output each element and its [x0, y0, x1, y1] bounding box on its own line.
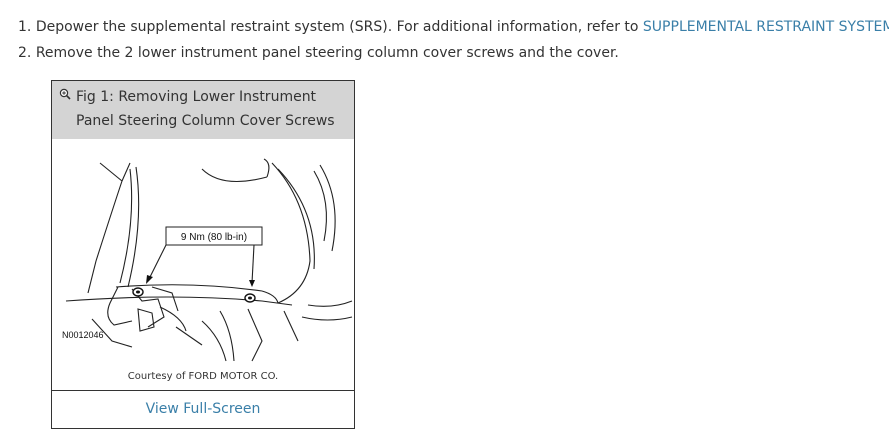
steering-column-cover-diagram[interactable]: 9 Nm (80 lb-in) N0012046	[52, 141, 354, 367]
torque-callout: 9 Nm (80 lb-in)	[181, 232, 247, 243]
step-1-text: Depower the supplemental restraint syste…	[35, 19, 639, 35]
figure-code: N0012046	[62, 330, 104, 340]
srs-reference-link[interactable]: SUPPLEMENTAL RESTRAINT SYSTEM	[642, 19, 889, 35]
view-full-screen-link[interactable]: View Full-Screen	[145, 401, 261, 417]
step-2-text: Remove the 2 lower instrument panel stee…	[35, 45, 619, 61]
instruction-steps: 1. Depower the supplemental restraint sy…	[18, 14, 889, 66]
magnifier-plus-icon[interactable]	[59, 88, 71, 100]
step-1: 1. Depower the supplemental restraint sy…	[18, 14, 889, 40]
figure-courtesy: Courtesy of FORD MOTOR CO.	[127, 371, 279, 382]
step-2-number: 2.	[18, 45, 32, 61]
figure-title: Fig 1: Removing Lower Instrument Panel S…	[76, 89, 335, 129]
figure-box: Fig 1: Removing Lower Instrument Panel S…	[51, 80, 355, 429]
step-2: 2. Remove the 2 lower instrument panel s…	[18, 40, 888, 66]
step-1-number: 1.	[18, 19, 32, 35]
figure-divider	[52, 390, 354, 391]
screw-right-icon	[244, 293, 256, 303]
figure-header: Fig 1: Removing Lower Instrument Panel S…	[52, 81, 354, 139]
screw-left-icon	[132, 287, 144, 297]
